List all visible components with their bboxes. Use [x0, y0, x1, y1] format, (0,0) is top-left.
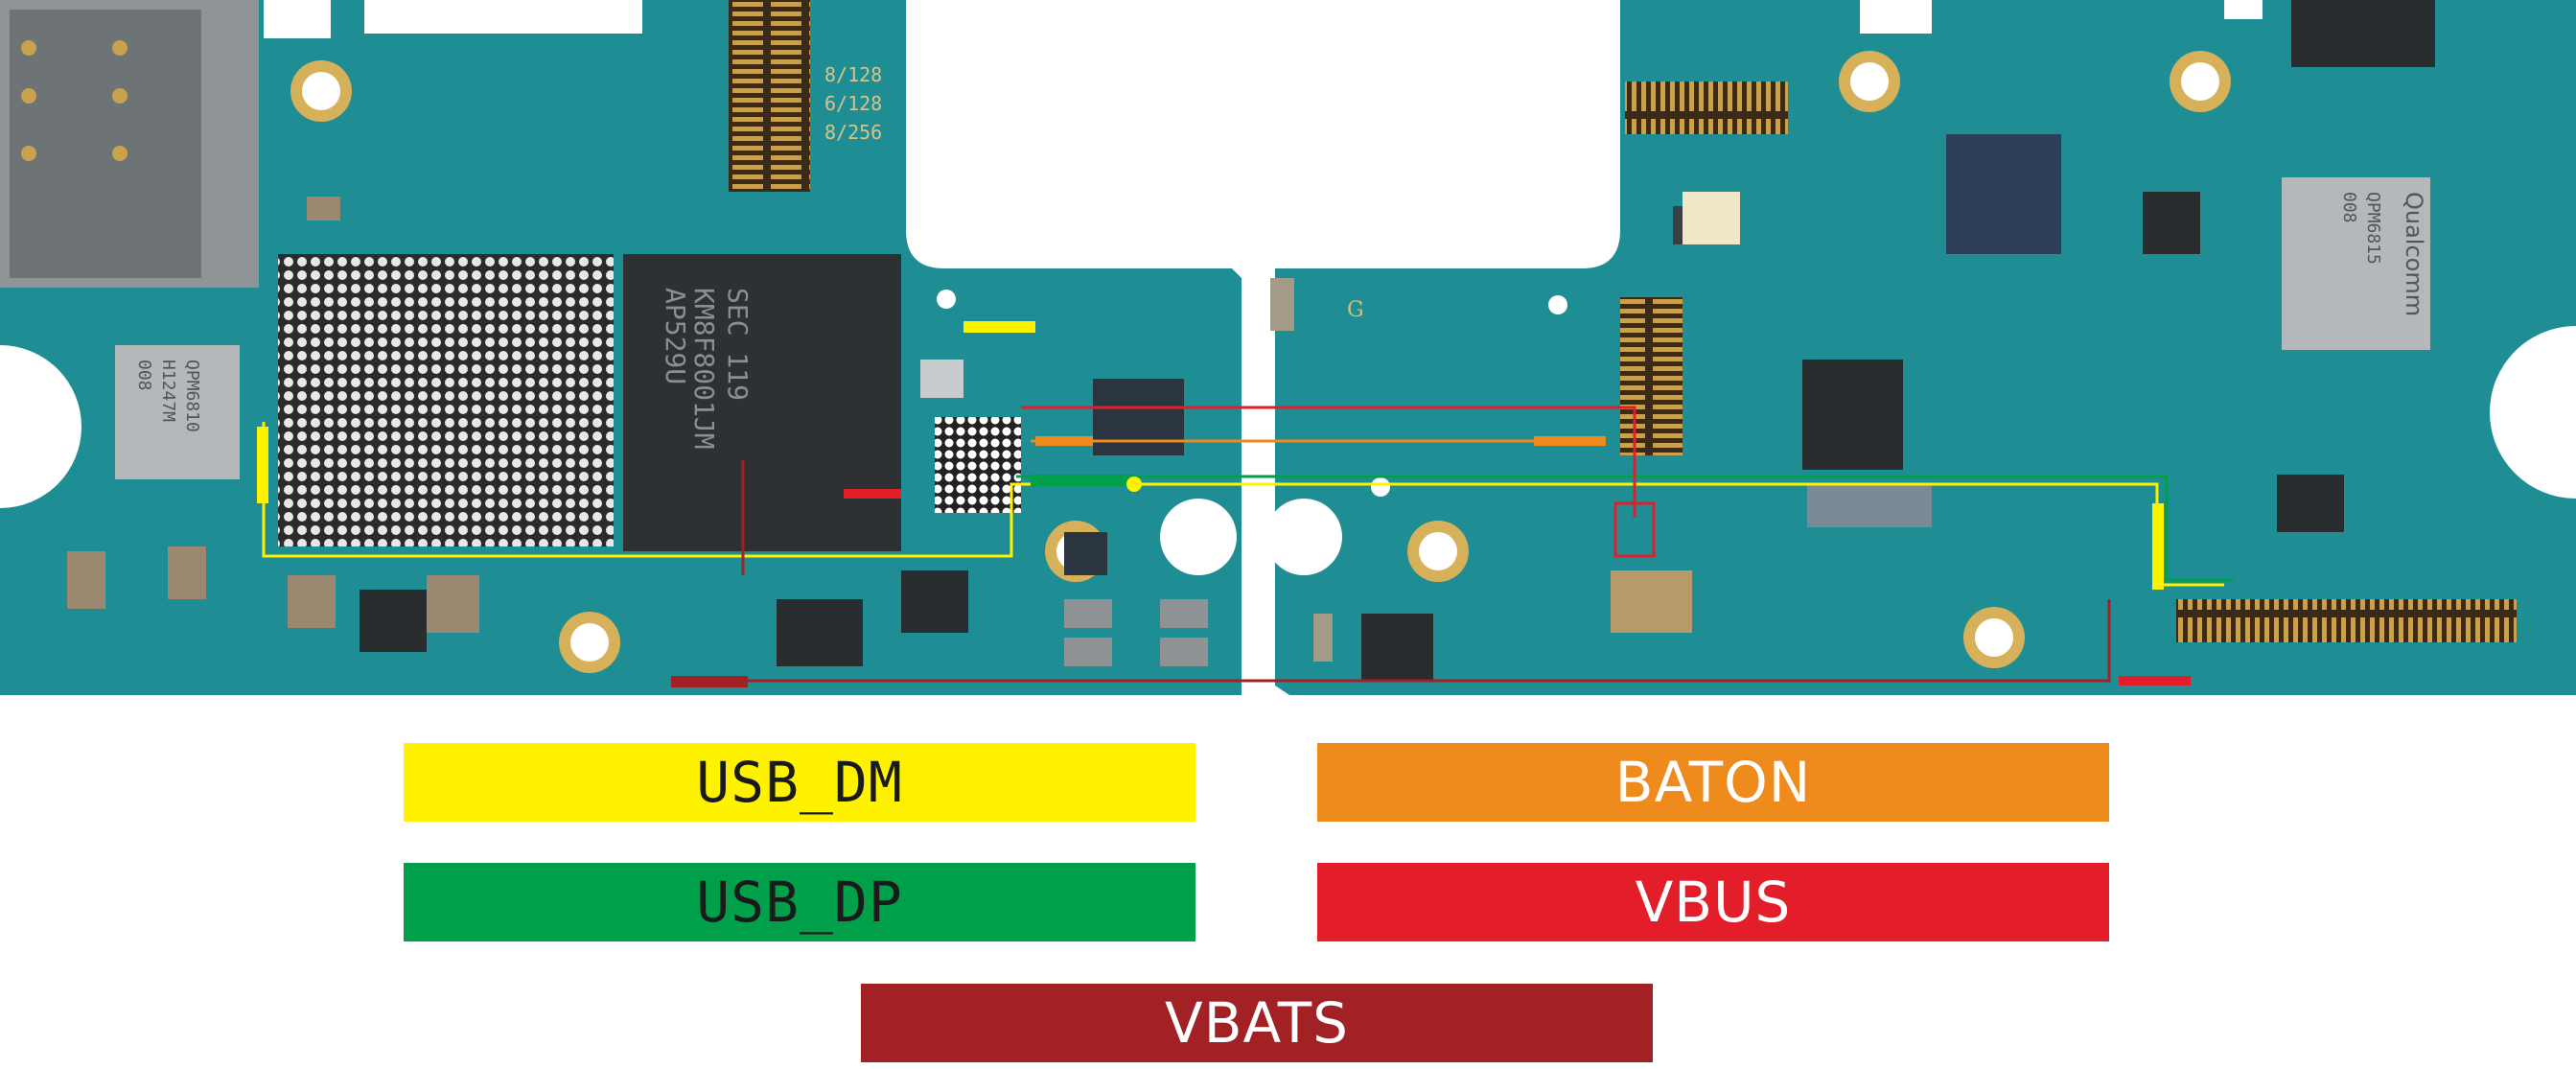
- pmic-label-2: H1247M: [158, 360, 178, 422]
- qpm-right-label: QPM6815: [2363, 192, 2383, 265]
- qualcomm-label: Qualcomm: [2401, 192, 2427, 316]
- legend-vbats: VBATS: [861, 984, 1653, 1062]
- mid-logo: G: [1347, 298, 1364, 322]
- pmic-label-1: QPM6810: [182, 360, 202, 432]
- top-flex-connector: [729, 0, 810, 192]
- memory-label-2: SEC 119: [722, 288, 754, 401]
- right-board-outline: [1275, 0, 2576, 695]
- left-board: 8/128 6/128 8/256 SEC 119 KM8F8001JM AP5…: [0, 0, 1242, 695]
- flash-led: [1683, 192, 1740, 244]
- trace-usb-dp: [1016, 475, 2234, 582]
- pmic-label-3: 008: [134, 360, 154, 391]
- right-top-connector: [1625, 81, 1788, 134]
- memory-chip: [623, 254, 901, 551]
- rf-transceiver-chip: [1946, 134, 2061, 254]
- pm-chip-right: [1802, 360, 1903, 470]
- qpm-right-code: 008: [2339, 192, 2359, 223]
- qpm-chip-right: [2282, 177, 2430, 350]
- ram-variant-2: 6/128: [824, 92, 882, 115]
- legend-usb-dm: USB_DM: [404, 743, 1195, 822]
- left-screw-slot: [1160, 499, 1237, 575]
- ram-variant-3: 8/256: [824, 121, 882, 144]
- right-mount-hole: [2490, 326, 2576, 499]
- right-side-connector: [1620, 297, 1683, 455]
- soc-bga-pads: [278, 254, 614, 546]
- battery-connector: [1611, 570, 1692, 633]
- legend-baton: BATON: [1317, 743, 2109, 822]
- right-screw-slot: [1265, 499, 1342, 575]
- bottom-fpc-connector: [2176, 599, 2517, 642]
- left-mount-hole: [0, 345, 81, 508]
- pcb-board-diagram: 8/128 6/128 8/256 SEC 119 KM8F8001JM AP5…: [0, 0, 2576, 695]
- trace-vbus: [1021, 406, 1636, 518]
- right-board: Qualcomm QPM6815 008 G: [937, 0, 2576, 695]
- memory-label-5: AP529U: [660, 288, 691, 384]
- ram-variant-1: 8/128: [824, 63, 882, 86]
- usb-ic-bga: [935, 417, 1021, 513]
- trace-vbats: [676, 599, 2111, 683]
- signal-traces: [257, 321, 2234, 687]
- legend-vbus: VBUS: [1317, 863, 2109, 941]
- memory-label-4: KM8F8001JM: [688, 288, 720, 450]
- pmic-chip-left: [115, 345, 240, 479]
- legend-usb-dp: USB_DP: [404, 863, 1195, 941]
